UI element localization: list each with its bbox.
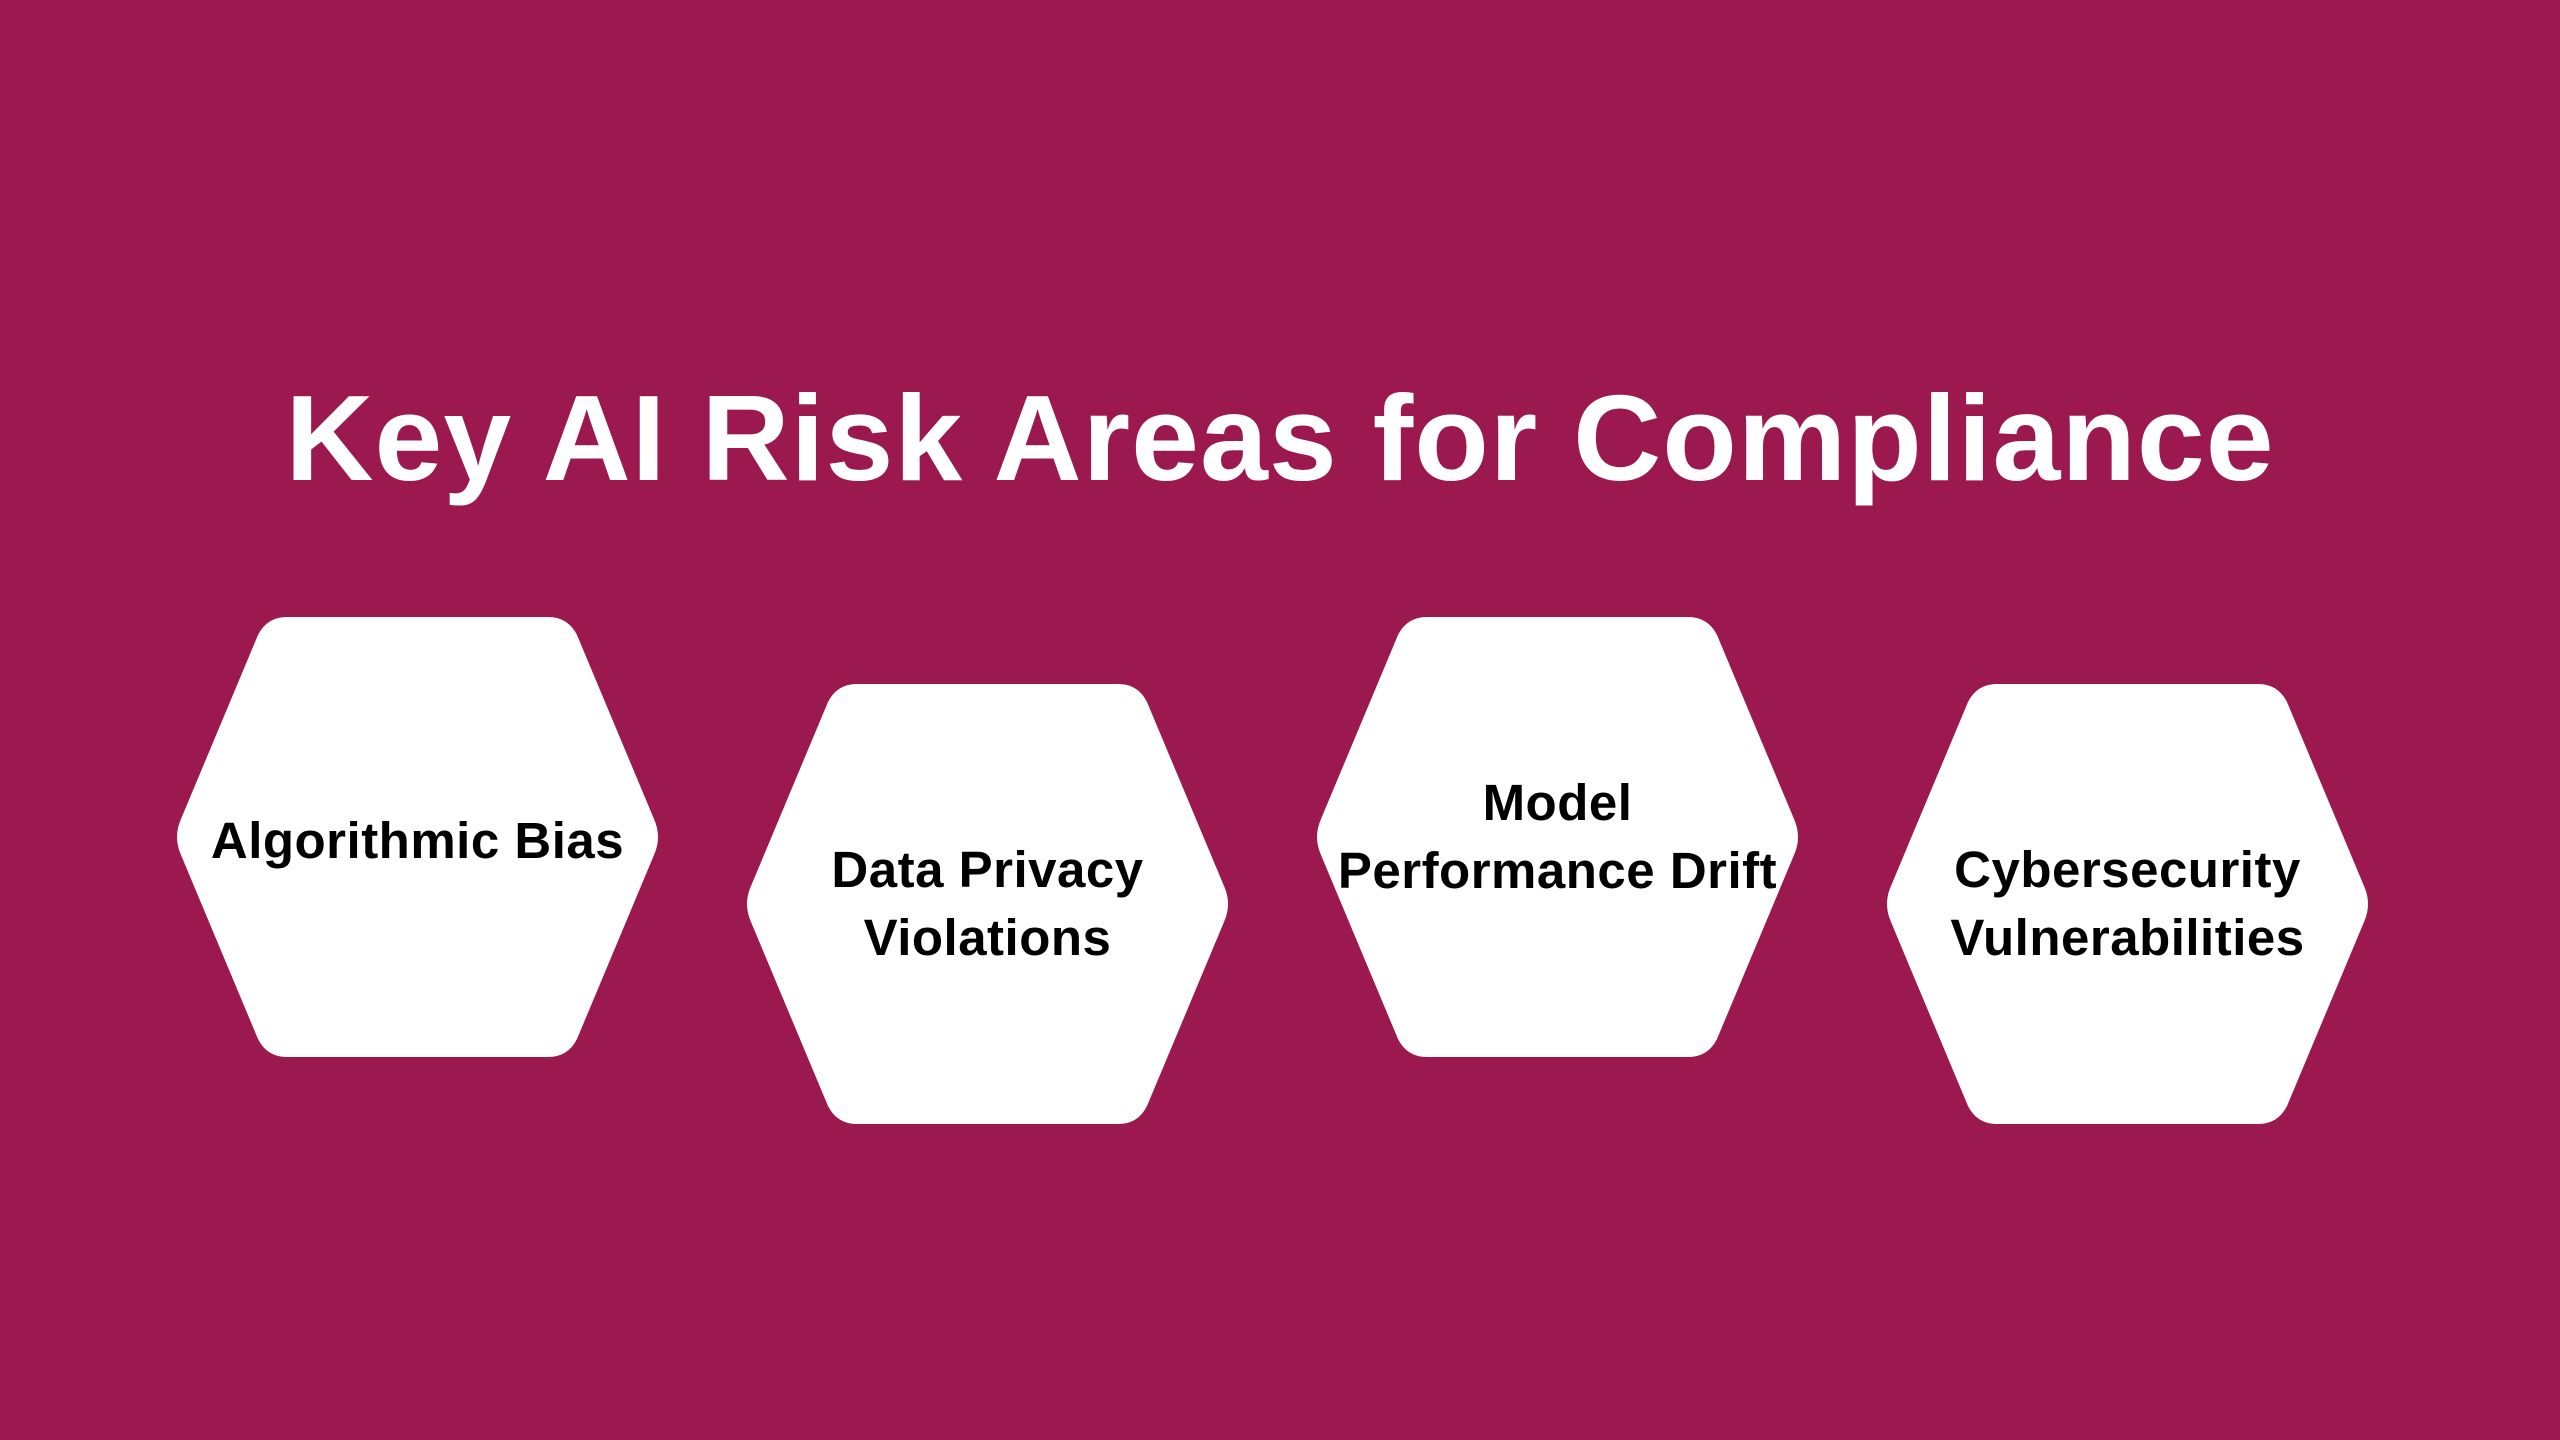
hexagon-shape <box>1317 617 1798 1057</box>
risk-area-label: Algorithmic Bias <box>113 617 722 1057</box>
hexagon-shape <box>747 684 1228 1124</box>
risk-area-label: Cybersecurity Vulnerabilities <box>1823 684 2432 1124</box>
risk-area-label-line: Data Privacy <box>831 841 1144 898</box>
hexagon-shape <box>1887 684 2368 1124</box>
risk-area-label-line: Violations <box>863 909 1112 966</box>
risk-area-label-line: Cybersecurity <box>1954 841 2301 898</box>
risk-area-algorithmic-bias: Algorithmic Bias <box>173 617 662 1057</box>
hexagon-shape <box>177 617 658 1057</box>
risk-area-label: Model Performance Drift <box>1253 617 1862 1057</box>
risk-area-cybersecurity-vulnerabilities: Cybersecurity Vulnerabilities <box>1883 684 2372 1124</box>
risk-area-model-performance-drift: Model Performance Drift <box>1313 617 1802 1057</box>
risk-area-data-privacy-violations: Data Privacy Violations <box>743 684 1232 1124</box>
slide-title: Key AI Risk Areas for Compliance <box>285 370 2275 506</box>
risk-area-label: Data Privacy Violations <box>683 684 1292 1124</box>
risk-area-label-line: Performance Drift <box>1337 842 1778 899</box>
risk-area-label-line: Vulnerabilities <box>1950 909 2305 966</box>
risk-area-label-line: Model <box>1482 774 1633 831</box>
risk-area-label-line: Algorithmic Bias <box>210 812 625 869</box>
